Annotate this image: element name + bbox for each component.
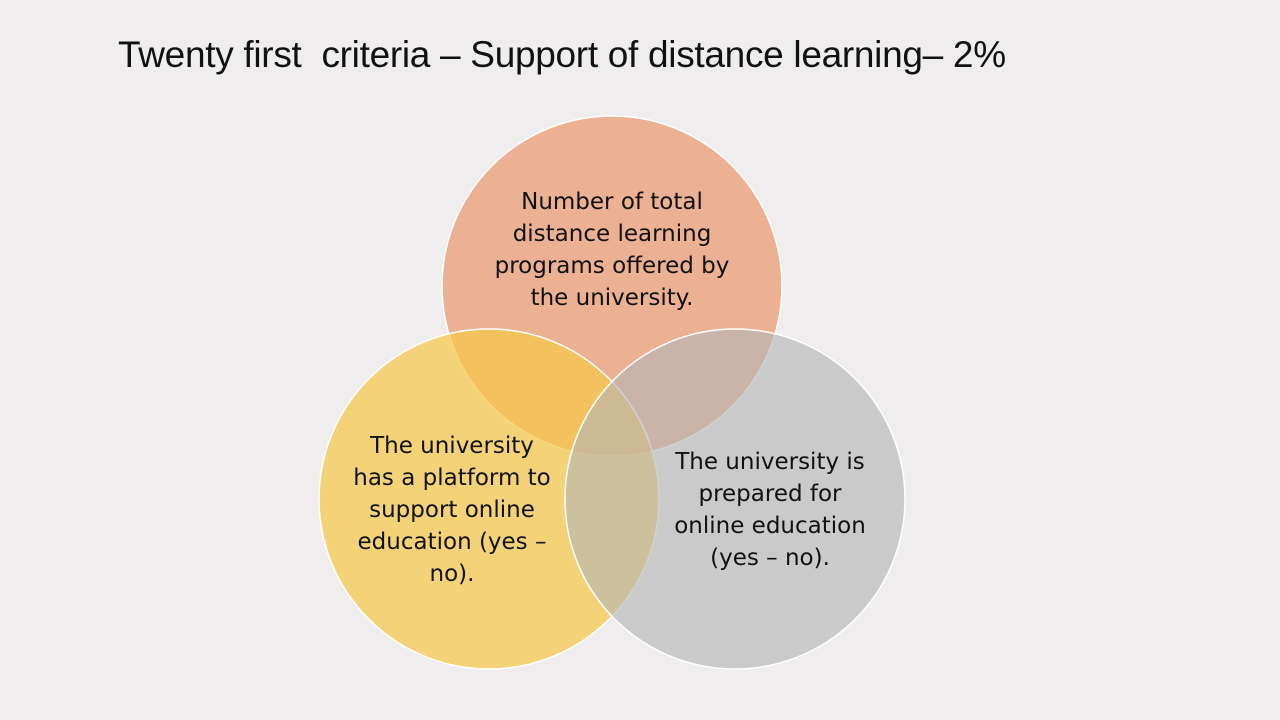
slide-title: Twenty first criteria – Support of dista…	[118, 34, 1006, 75]
venn-label-right: The university is prepared for online ed…	[674, 449, 866, 571]
venn-circle-right	[564, 328, 906, 670]
venn-label-top: Number of total distance learning progra…	[494, 189, 730, 311]
venn-label-left: The university has a platform to support…	[353, 433, 551, 587]
